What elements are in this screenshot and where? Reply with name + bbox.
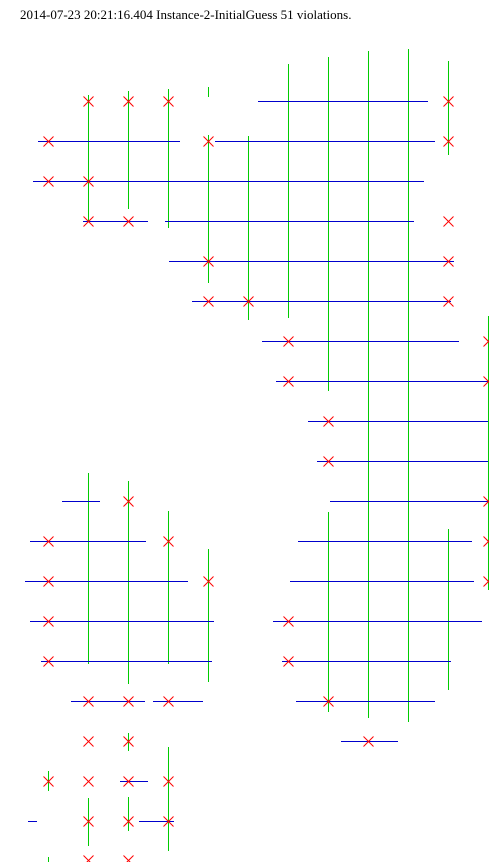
violation-marker (283, 376, 294, 387)
violation-marker (203, 256, 214, 267)
violation-marker (83, 816, 94, 827)
violation-marker-stroke (43, 536, 54, 547)
violation-marker (283, 616, 294, 627)
violation-marker-stroke (86, 855, 94, 862)
violation-marker-stroke (43, 576, 54, 587)
violation-marker-stroke (203, 136, 214, 147)
violation-marker-stroke (83, 216, 94, 227)
violation-marker (83, 176, 94, 187)
violation-marker-stroke (163, 816, 174, 827)
diagram-title: 2014-07-23 20:21:16.404 Instance-2-Initi… (20, 7, 352, 22)
violation-marker-stroke (443, 296, 454, 307)
violation-marker-stroke (163, 536, 174, 547)
violation-marker-stroke (43, 136, 54, 147)
violation-marker (323, 696, 334, 707)
violation-marker (203, 576, 214, 587)
violation-marker (443, 96, 454, 107)
violation-marker-stroke (163, 696, 174, 707)
violation-marker-stroke (123, 776, 134, 787)
violation-marker-stroke (283, 336, 294, 347)
violation-marker (163, 96, 174, 107)
violation-marker-stroke (43, 776, 54, 787)
violation-marker (43, 576, 54, 587)
violation-marker (283, 336, 294, 347)
violation-marker-stroke (203, 296, 214, 307)
violation-marker-stroke (203, 256, 214, 267)
violation-marker-stroke (243, 296, 254, 307)
violation-marker-stroke (123, 96, 134, 107)
violation-marker (283, 656, 294, 667)
violation-marker (443, 296, 454, 307)
violation-marker-stroke (43, 176, 54, 187)
violation-marker-stroke (443, 96, 454, 107)
violation-marker (163, 816, 174, 827)
violation-marker (443, 256, 454, 267)
violation-marker-stroke (83, 176, 94, 187)
violation-marker (163, 776, 174, 787)
violation-marker-stroke (203, 576, 214, 587)
violation-marker-stroke (443, 136, 454, 147)
violation-marker (83, 855, 94, 862)
violation-marker (123, 496, 134, 507)
violation-marker (43, 136, 54, 147)
violation-marker (203, 136, 214, 147)
violation-markers-group (43, 96, 489, 862)
violation-marker-stroke (123, 816, 134, 827)
violation-marker-stroke (83, 816, 94, 827)
violation-marker-stroke (83, 696, 94, 707)
violation-marker (243, 296, 254, 307)
violation-marker-stroke (83, 736, 94, 747)
violation-marker-stroke (323, 456, 334, 467)
violation-marker (123, 736, 134, 747)
violation-marker-stroke (363, 736, 374, 747)
violation-marker-stroke (43, 656, 54, 667)
violation-marker (443, 136, 454, 147)
violation-marker (203, 296, 214, 307)
violation-marker-stroke (283, 376, 294, 387)
violation-marker-stroke (163, 776, 174, 787)
violation-marker (163, 696, 174, 707)
violation-marker-stroke (443, 216, 454, 227)
violation-marker (43, 616, 54, 627)
violation-marker-stroke (283, 616, 294, 627)
violation-marker (123, 816, 134, 827)
violation-marker-stroke (163, 96, 174, 107)
violation-marker (163, 536, 174, 547)
violation-marker (43, 656, 54, 667)
violation-marker-stroke (126, 855, 134, 862)
violation-marker (83, 96, 94, 107)
violation-marker (123, 855, 134, 862)
violation-marker-stroke (323, 696, 334, 707)
violation-marker (83, 776, 94, 787)
violation-marker (363, 736, 374, 747)
violation-marker (123, 776, 134, 787)
violation-marker (323, 416, 334, 427)
violation-marker-stroke (283, 656, 294, 667)
violation-marker (83, 696, 94, 707)
violation-marker-stroke (43, 616, 54, 627)
violation-marker-stroke (83, 776, 94, 787)
violation-marker-stroke (83, 96, 94, 107)
vertical-segments-group (48, 49, 489, 862)
violation-marker (43, 776, 54, 787)
violation-marker (123, 696, 134, 707)
violation-marker-stroke (123, 216, 134, 227)
violation-marker-stroke (123, 736, 134, 747)
violation-marker (83, 736, 94, 747)
violation-marker (43, 176, 54, 187)
violation-marker (43, 536, 54, 547)
violation-marker-stroke (443, 256, 454, 267)
violation-marker (83, 216, 94, 227)
horizontal-segments-group (25, 101, 488, 822)
violation-marker-stroke (323, 416, 334, 427)
violation-marker-stroke (123, 496, 134, 507)
violation-marker (323, 456, 334, 467)
violation-marker (443, 216, 454, 227)
violation-marker-stroke (123, 696, 134, 707)
violation-marker (123, 96, 134, 107)
violation-marker (123, 216, 134, 227)
